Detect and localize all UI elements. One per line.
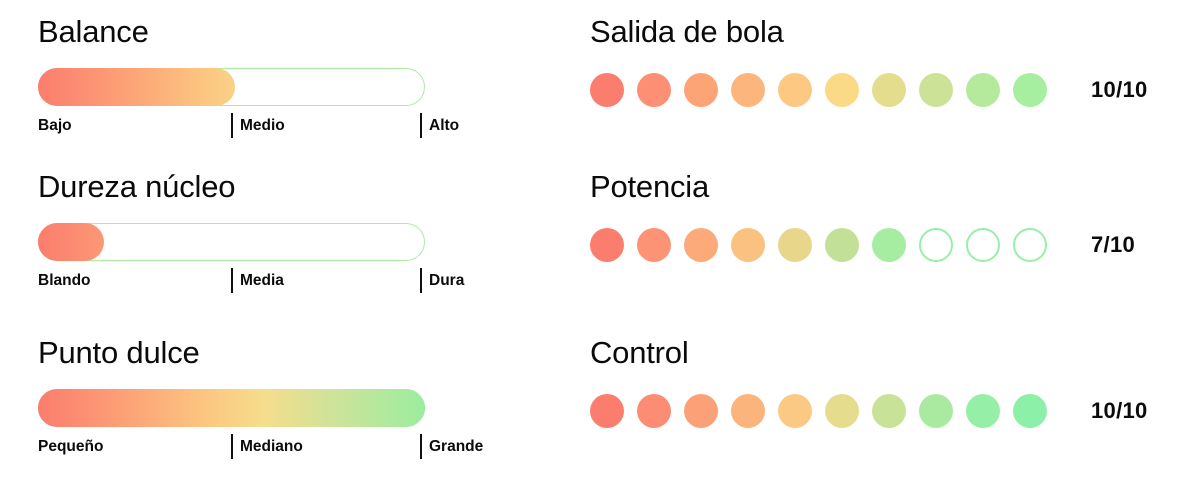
- bar-track-wrap[interactable]: [38, 223, 425, 261]
- scale-label: Pequeño: [38, 438, 104, 456]
- rating-score: 10/10: [1091, 77, 1148, 102]
- scale-tick-icon: [231, 267, 233, 293]
- bar-title: Balance: [38, 14, 149, 49]
- scale-label: Grande: [429, 438, 484, 456]
- rating-dot-filled[interactable]: [872, 73, 906, 107]
- scale-tick-icon: [420, 112, 422, 138]
- scale-label: Mediano: [240, 438, 303, 456]
- scale-label: Medio: [240, 117, 285, 135]
- rating-dot-empty[interactable]: [919, 228, 953, 262]
- rating-group-salida-de-bola: Salida de bola 10/10: [590, 16, 1190, 109]
- bar-title: Punto dulce: [38, 335, 200, 370]
- rating-dot-empty[interactable]: [1013, 228, 1047, 262]
- rating-row: 10/10: [590, 392, 1190, 430]
- rating-dot-filled[interactable]: [1013, 394, 1047, 428]
- rating-score: 7/10: [1091, 232, 1136, 257]
- bar-scale: Blando Media Dura: [38, 267, 508, 293]
- bar-scale: Pequeño Mediano Grande: [38, 433, 508, 459]
- scale-item-end: Alto: [420, 112, 459, 138]
- bar-title: Dureza núcleo: [38, 169, 236, 204]
- rating-dot-filled[interactable]: [778, 228, 812, 262]
- bar-group-punto-dulce: Punto dulce Pequeño Mediano Grande: [38, 337, 508, 459]
- scale-item-start: Blando: [38, 267, 91, 293]
- rating-dot-filled[interactable]: [590, 228, 624, 262]
- scale-label: Dura: [429, 272, 465, 290]
- rating-dot-filled[interactable]: [731, 73, 765, 107]
- rating-score: 10/10: [1091, 398, 1148, 423]
- rating-dot-filled[interactable]: [1013, 73, 1047, 107]
- rating-dot-filled[interactable]: [872, 228, 906, 262]
- bar-fill: [38, 223, 104, 261]
- scale-item-mid: Mediano: [231, 433, 303, 459]
- rating-dot-filled[interactable]: [731, 394, 765, 428]
- rating-dot-filled[interactable]: [637, 394, 671, 428]
- bar-group-dureza-nucleo: Dureza núcleo Blando Media Dura: [38, 171, 508, 293]
- rating-dot-filled[interactable]: [590, 394, 624, 428]
- rating-row: 10/10: [590, 71, 1190, 109]
- rating-dot-filled[interactable]: [684, 228, 718, 262]
- rating-dot-filled[interactable]: [919, 394, 953, 428]
- scale-item-end: Dura: [420, 267, 464, 293]
- rating-dot-filled[interactable]: [825, 228, 859, 262]
- scale-item-end: Grande: [420, 433, 483, 459]
- bar-track-wrap[interactable]: [38, 68, 425, 106]
- rating-title: Salida de bola: [590, 14, 784, 49]
- rating-dot-filled[interactable]: [966, 394, 1000, 428]
- rating-dots[interactable]: [590, 228, 1047, 262]
- rating-dot-filled[interactable]: [825, 394, 859, 428]
- scale-item-mid: Medio: [231, 112, 285, 138]
- scale-item-mid: Media: [231, 267, 284, 293]
- bar-fill: [38, 68, 236, 106]
- rating-dots[interactable]: [590, 394, 1047, 428]
- rating-group-control: Control 10/10: [590, 337, 1190, 430]
- rating-dot-filled[interactable]: [637, 73, 671, 107]
- rating-dot-filled[interactable]: [778, 394, 812, 428]
- rating-dot-filled[interactable]: [919, 73, 953, 107]
- scale-tick-icon: [231, 433, 233, 459]
- scale-label: Media: [240, 272, 284, 290]
- rating-dots[interactable]: [590, 73, 1047, 107]
- rating-group-potencia: Potencia 7/10: [590, 171, 1190, 264]
- rating-title: Potencia: [590, 169, 710, 204]
- rating-dot-filled[interactable]: [872, 394, 906, 428]
- rating-dot-filled[interactable]: [966, 73, 1000, 107]
- scale-label: Bajo: [38, 117, 72, 135]
- rating-dot-filled[interactable]: [637, 228, 671, 262]
- rating-dot-filled[interactable]: [825, 73, 859, 107]
- scale-tick-icon: [420, 267, 422, 293]
- rating-dot-empty[interactable]: [966, 228, 1000, 262]
- bar-group-balance: Balance Bajo Medio Alto: [38, 16, 508, 138]
- rating-title: Control: [590, 335, 689, 370]
- scale-item-start: Bajo: [38, 112, 72, 138]
- rating-dot-filled[interactable]: [684, 73, 718, 107]
- scale-tick-icon: [420, 433, 422, 459]
- rating-dot-filled[interactable]: [684, 394, 718, 428]
- scale-item-start: Pequeño: [38, 433, 103, 459]
- rating-dot-filled[interactable]: [778, 73, 812, 107]
- bar-scale: Bajo Medio Alto: [38, 112, 508, 138]
- rating-dot-filled[interactable]: [590, 73, 624, 107]
- rating-dot-filled[interactable]: [731, 228, 765, 262]
- bar-track-wrap[interactable]: [38, 389, 425, 427]
- scale-label: Blando: [38, 272, 91, 290]
- bar-fill: [38, 389, 425, 427]
- scale-tick-icon: [231, 112, 233, 138]
- scale-label: Alto: [429, 117, 460, 135]
- rating-row: 7/10: [590, 226, 1190, 264]
